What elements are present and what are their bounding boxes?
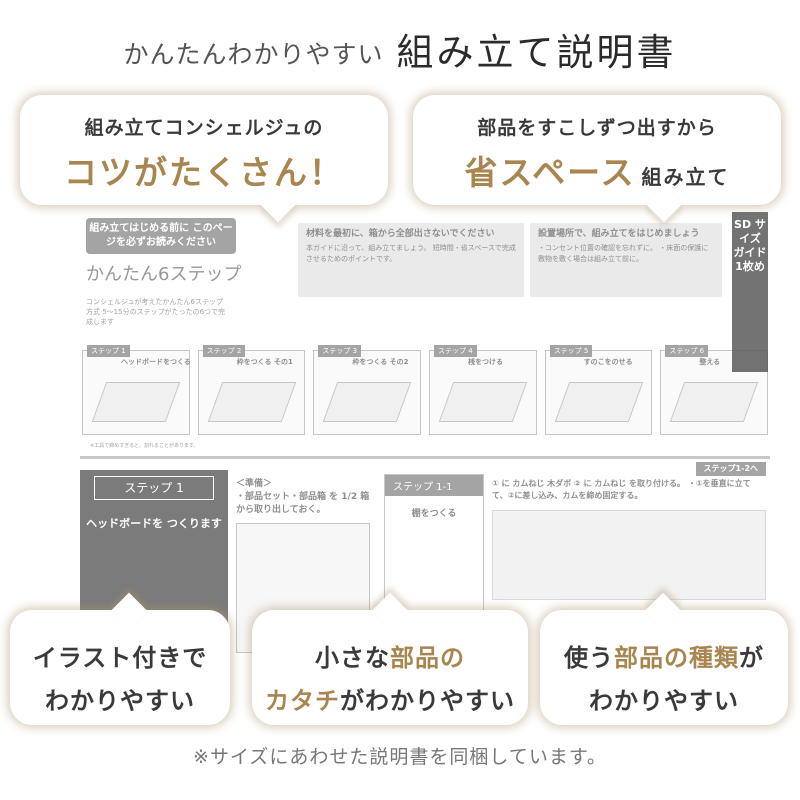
step-1-1-head: ステップ 1-1 bbox=[385, 475, 483, 496]
bubble-concierge-line2: コツがたくさん！ bbox=[64, 153, 344, 192]
step1-tag: ステップ 1 bbox=[94, 476, 214, 500]
bubble-concierge-tips: 組み立てコンシェルジュの コツがたくさん！ bbox=[20, 95, 388, 223]
bubble-shape-line1-plain: 小さな bbox=[315, 644, 390, 672]
bubble-types-line2: わかりやすい bbox=[589, 687, 739, 715]
instruction-text: ① に カムねじ 木ダボ ② に カムねじ を取り付ける。 ・①を垂直に立てて、… bbox=[492, 479, 751, 500]
instruction-section: ステップ1-2へ ① に カムねじ 木ダボ ② に カムねじ を取り付ける。 ・… bbox=[488, 462, 770, 634]
bubble-space-line2: 省スペース bbox=[464, 153, 636, 192]
instruction-illustration bbox=[492, 510, 766, 600]
bubble-types-line1-end: が bbox=[739, 644, 764, 672]
prep-title: ＜準備＞ bbox=[236, 479, 273, 489]
bubble-shape-line1-gold: 部品の bbox=[390, 644, 465, 672]
bubble-illustrated-line2: わかりやすい bbox=[45, 687, 195, 715]
bubble-types-line1-plain: 使う bbox=[564, 644, 614, 672]
easy-six-steps-sub: コンシェルジュが考えたかんたん6ステップ方式 5〜15分のステップがたったの6つ… bbox=[86, 298, 226, 326]
prep-text: ・部品セット・部品箱 を 1/2 箱から取り出しておく。 bbox=[236, 492, 370, 515]
bubble-illustrated: イラスト付きで わかりやすい bbox=[10, 592, 230, 725]
bubble-space-line1: 部品をすこしずつ出すから bbox=[477, 117, 717, 139]
bubble-parts-types: 使う部品の種類が わかりやすい bbox=[540, 592, 788, 725]
bubble-illustrated-line1: イラスト付きで bbox=[32, 644, 208, 672]
warning-2-text: ・コンセント位置の確認を忘れずに。 ・床面の保護に敷物を敷く場合は組み立て前に。 bbox=[538, 244, 709, 263]
bubble-space-saving: 部品をすこしずつ出すから 省スペース組み立て bbox=[413, 95, 781, 223]
warning-1-text: 本ガイドに沿って、組み立てましょう。 短時間・省スペースで完成させるためのポイン… bbox=[306, 244, 516, 263]
size-guide-tab: SD サイズ ガイド 1枚め bbox=[732, 212, 768, 372]
bubble-shape-line2-gold: カタチ bbox=[265, 687, 340, 715]
manual-preview-top: 組み立てはじめる前に このページを必ずお読みください かんたん6ステップ コンシ… bbox=[80, 205, 770, 450]
page-header: かんたんわかりやすい 組み立て説明書 bbox=[0, 22, 800, 76]
bubble-concierge-line1: 組み立てコンシェルジュの bbox=[84, 117, 324, 139]
warning-1-title: 材料を最初に、箱から全部出さないでください bbox=[306, 229, 495, 239]
next-step-ribbon: ステップ1-2へ bbox=[695, 462, 766, 476]
warning-2-title: 設置場所で、組み立てをはじめましょう bbox=[538, 229, 700, 239]
manual-footnote: ※工具で締めすぎると、割れることがあります。 bbox=[90, 443, 199, 449]
warning-box-2: 設置場所で、組み立てをはじめましょう ・コンセント位置の確認を忘れずに。 ・床面… bbox=[530, 223, 722, 297]
bubble-shape-line2-plain: がわかりやすい bbox=[340, 687, 515, 715]
step-1-1-title: 棚をつくる bbox=[411, 509, 457, 519]
step-1-1-card: ステップ 1-1 棚をつくる bbox=[384, 474, 484, 614]
bubble-parts-shape: 小さな部品の カタチがわかりやすい bbox=[252, 592, 528, 725]
easy-six-steps-title: かんたん6ステップ bbox=[86, 264, 242, 285]
footer-note: ※サイズにあわせた説明書を同梱しています。 bbox=[193, 746, 607, 768]
intro-title-badge: 組み立てはじめる前に このページを必ずお読みください bbox=[86, 218, 236, 254]
header-subtitle: かんたんわかりやすい bbox=[123, 40, 384, 69]
step1-caption: ヘッドボードを つくります bbox=[86, 517, 222, 530]
warning-box-1: 材料を最初に、箱から全部出さないでください 本ガイドに沿って、組み立てましょう。… bbox=[298, 223, 524, 297]
bubble-space-line2-small: 組み立て bbox=[641, 165, 730, 189]
section-divider bbox=[80, 456, 770, 459]
bubble-types-line1-gold: 部品の種類 bbox=[614, 644, 739, 672]
header-title: 組み立て説明書 bbox=[396, 31, 677, 74]
